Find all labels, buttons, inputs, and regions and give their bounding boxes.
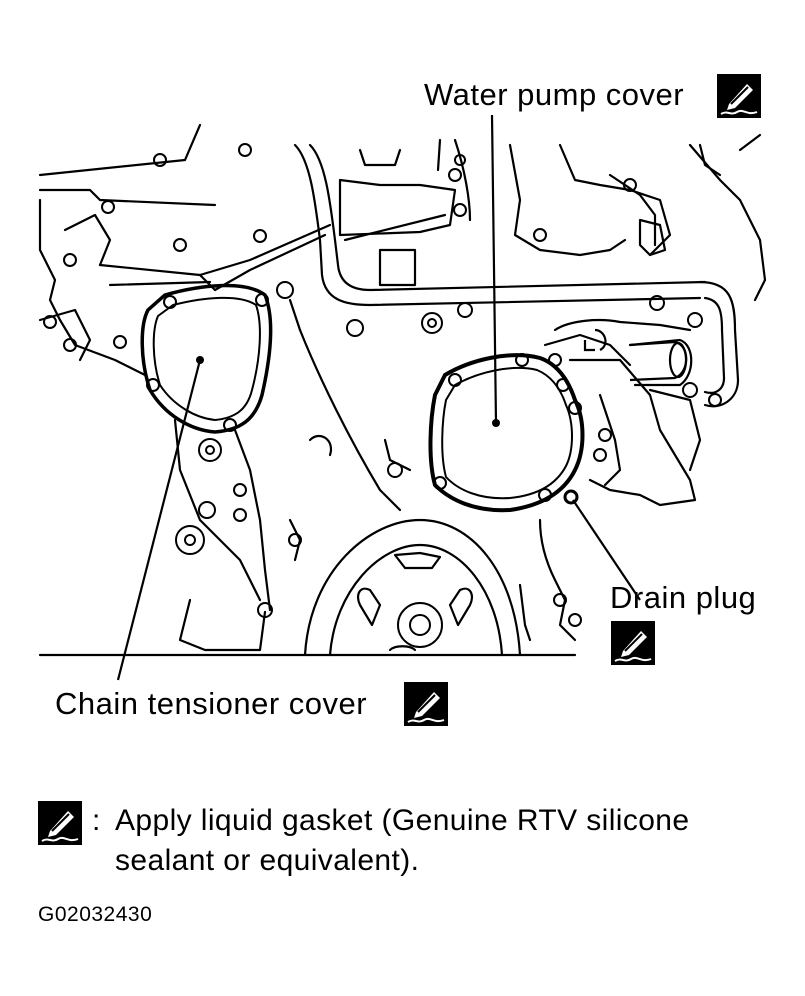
water-pump-cover-label: Water pump cover bbox=[424, 77, 685, 112]
legend-line-1: Apply liquid gasket (Genuine RTV silicon… bbox=[115, 804, 690, 837]
leader-drain-plug bbox=[572, 499, 641, 601]
liquid-gasket-icon bbox=[611, 621, 655, 665]
chain-tensioner-cover-label: Chain tensioner cover bbox=[55, 686, 368, 721]
liquid-gasket-icon bbox=[38, 801, 82, 845]
leader-water-pump-cover bbox=[490, 114, 498, 424]
figure-id: G02032430 bbox=[38, 903, 153, 926]
drain-plug-label: Drain plug bbox=[610, 580, 757, 615]
liquid-gasket-icon bbox=[404, 682, 448, 726]
leader-chain-tensioner-cover bbox=[116, 359, 202, 681]
legend-line-2: sealant or equivalent). bbox=[115, 844, 420, 877]
liquid-gasket-icon bbox=[717, 74, 761, 118]
legend-colon: : bbox=[92, 804, 101, 837]
